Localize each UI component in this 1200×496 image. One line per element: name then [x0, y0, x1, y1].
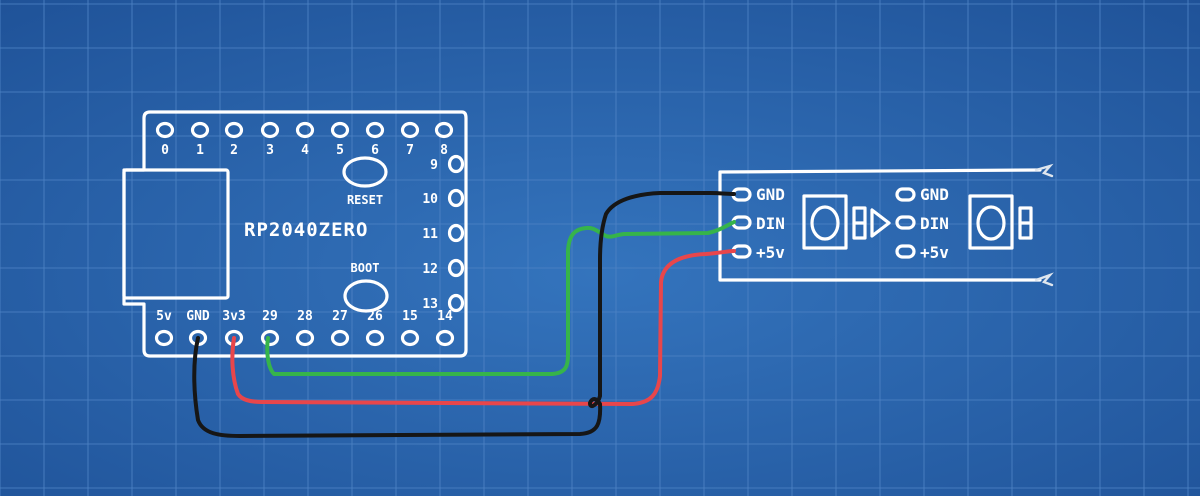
pin-label-1: 1 — [196, 143, 204, 158]
right-pin-column: 9 10 11 12 13 — [422, 154, 465, 313]
pin-pad-1 — [190, 121, 210, 139]
pin-label-0: 0 — [161, 143, 169, 158]
led-strip: GND DIN +5v GND DIN +5v — [718, 163, 1054, 287]
pin-label-6: 6 — [371, 143, 379, 158]
strip-label-gnd-2: GND — [920, 185, 949, 204]
pin-label-10: 10 — [422, 192, 438, 207]
pin-label-26: 26 — [367, 309, 383, 324]
strip-cut-end-bottom — [1034, 272, 1054, 287]
pin-label-3v3: 3v3 — [222, 309, 245, 324]
usb-connector — [122, 168, 230, 300]
strip-label-5v: +5v — [756, 243, 785, 262]
pin-pad-28 — [295, 329, 315, 347]
pin-label-7: 7 — [406, 143, 414, 158]
pin-pad-29 — [260, 329, 280, 347]
pin-pad-13 — [447, 293, 465, 313]
pin-pad-5v — [154, 329, 174, 347]
pin-pad-10 — [447, 188, 465, 208]
boot-label: BOOT — [351, 261, 380, 275]
pin-label-27: 27 — [332, 309, 348, 324]
strip-pad-5v-2 — [895, 244, 916, 259]
strip-outline — [718, 168, 1042, 282]
top-pin-row: 0 1 2 3 4 5 6 7 8 — [155, 121, 454, 158]
led-chip-1 — [802, 194, 848, 250]
pin-pad-8 — [434, 121, 454, 139]
pin-label-8: 8 — [440, 143, 448, 158]
strip-label-gnd: GND — [756, 185, 785, 204]
strip-pad-din-2 — [895, 215, 916, 230]
pin-label-5: 5 — [336, 143, 344, 158]
board-name: RP2040ZERO — [244, 219, 368, 241]
pin-pad-9 — [447, 154, 465, 174]
reset-label: RESET — [347, 193, 383, 207]
power-wire — [230, 249, 736, 406]
pin-pad-27 — [330, 329, 350, 347]
pin-pad-5 — [330, 121, 350, 139]
reset-button — [342, 156, 388, 188]
pin-pad-26 — [365, 329, 385, 347]
strip-label-din-2: DIN — [920, 214, 949, 233]
bottom-pin-row: 5v GND 3v3 29 28 27 26 15 14 — [154, 309, 455, 347]
board-outline — [122, 110, 468, 358]
pin-label-3: 3 — [266, 143, 274, 158]
pin-label-9: 9 — [430, 158, 438, 173]
pin-pad-3 — [260, 121, 280, 139]
pin-label-14: 14 — [437, 309, 453, 324]
pin-pad-4 — [295, 121, 315, 139]
strip-cut-end-top — [1034, 163, 1054, 178]
gnd-wire — [192, 191, 736, 438]
wires — [192, 191, 736, 438]
pin-pad-7 — [400, 121, 420, 139]
pin-pad-0 — [155, 121, 175, 139]
led-lens-2 — [976, 205, 1006, 241]
pin-label-gnd: GND — [186, 309, 210, 324]
pin-label-29: 29 — [262, 309, 278, 324]
pin-label-15: 15 — [402, 309, 418, 324]
pin-label-11: 11 — [422, 227, 438, 242]
pin-label-5v: 5v — [156, 309, 172, 324]
pin-label-13: 13 — [422, 297, 438, 312]
pin-pad-6 — [365, 121, 385, 139]
led-chip-2 — [968, 194, 1014, 250]
strip-label-din: DIN — [756, 214, 785, 233]
led-lens-1 — [810, 205, 840, 241]
pin-label-12: 12 — [422, 262, 438, 277]
pin-label-28: 28 — [297, 309, 313, 324]
boot-button — [343, 279, 389, 313]
pin-label-2: 2 — [230, 143, 238, 158]
strip-pad-gnd-2 — [895, 187, 916, 202]
data-wire — [265, 220, 736, 376]
pin-pad-11 — [447, 223, 465, 243]
direction-arrow-icon — [870, 208, 891, 238]
pin-label-4: 4 — [301, 143, 309, 158]
pin-pad-14 — [435, 329, 455, 347]
pin-pad-15 — [400, 329, 420, 347]
pin-pad-2 — [224, 121, 244, 139]
strip-label-5v-2: +5v — [920, 243, 949, 262]
pin-pad-12 — [447, 258, 465, 278]
